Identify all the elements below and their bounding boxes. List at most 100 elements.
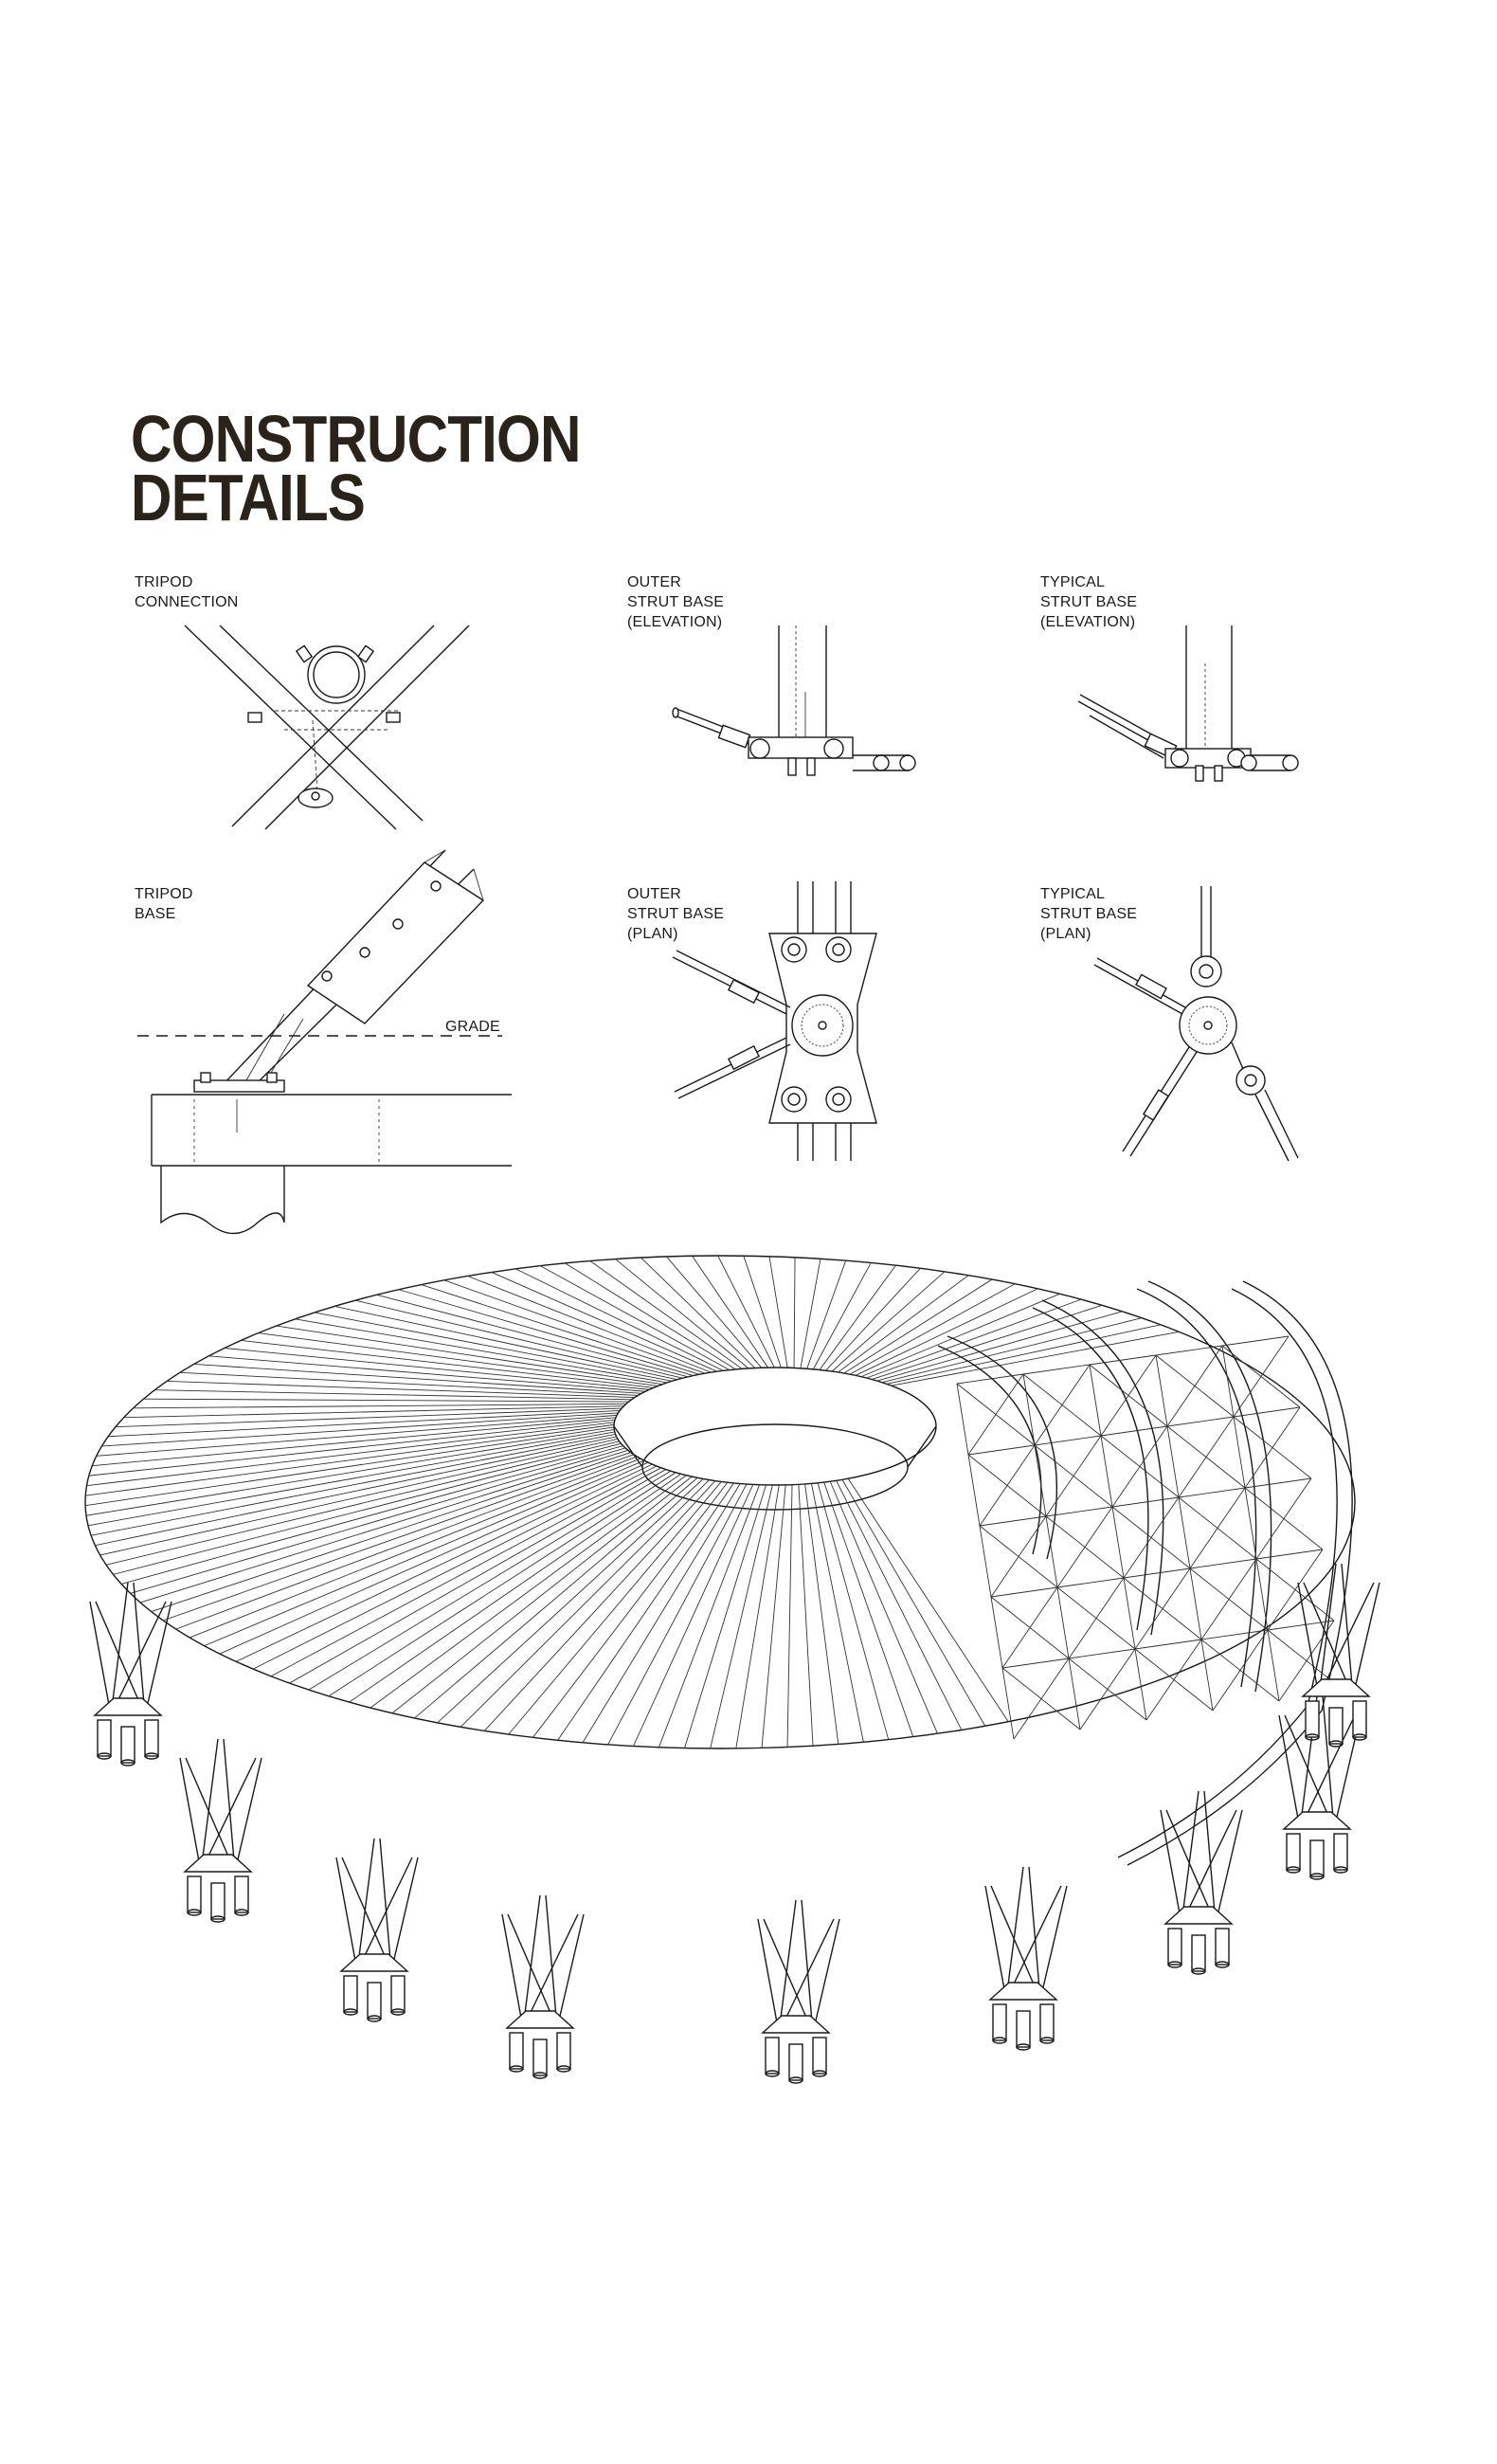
tripod-support — [1160, 1790, 1243, 1975]
slat-line — [743, 1256, 782, 1368]
truss-member — [1166, 1416, 1235, 1427]
truss-member — [1166, 1425, 1180, 1498]
slat-line — [855, 1288, 1038, 1376]
slat-line — [666, 1256, 762, 1368]
slat-line — [508, 1481, 722, 1735]
truss-member — [1089, 1364, 1102, 1437]
truss-member — [1134, 1648, 1147, 1721]
truss-member — [1134, 1639, 1202, 1650]
tripod-connection-drawing — [184, 625, 470, 830]
tripod-support — [1297, 1563, 1380, 1748]
title-line-1: CONSTRUCTION — [131, 402, 581, 476]
slat-line — [258, 1332, 658, 1386]
truss-member — [1244, 1477, 1312, 1489]
slat-line — [823, 1481, 914, 1737]
slat-line — [860, 1293, 1060, 1378]
slat-line — [891, 1331, 1180, 1386]
label-typical-strut-base-plan: TYPICAL STRUT BASE (PLAN) — [1040, 886, 1138, 942]
truss-member — [1244, 1406, 1301, 1489]
slat-line — [607, 1483, 748, 1746]
truss-member — [1079, 1648, 1136, 1730]
truss-member — [1267, 1629, 1280, 1702]
slat-line — [219, 1461, 649, 1655]
truss-member — [1178, 1416, 1235, 1498]
slat-line — [786, 1484, 793, 1748]
slat-line — [85, 1426, 615, 1507]
truss-member — [1155, 1354, 1168, 1427]
truss-member — [1034, 1364, 1091, 1446]
title-line-2: DETAILS — [131, 461, 366, 534]
truss-member — [1089, 1354, 1157, 1366]
slat-line — [589, 1260, 743, 1369]
slat-line — [308, 1470, 672, 1691]
tripod-support — [335, 1838, 419, 2022]
slat-line — [532, 1481, 729, 1738]
truss-member — [1200, 1558, 1257, 1640]
truss-member — [1045, 1435, 1102, 1517]
truss-member — [1034, 1435, 1102, 1446]
truss-member — [1189, 1487, 1246, 1569]
slat-line — [565, 1262, 736, 1370]
slat-line — [314, 1312, 673, 1382]
slat-line — [101, 1412, 619, 1447]
truss-member — [1244, 1487, 1257, 1560]
truss-member — [1200, 1629, 1269, 1640]
label-outer-strut-base-elevation: OUTER STRUT BASE (ELEVATION) — [627, 574, 725, 630]
truss-member — [1267, 1620, 1335, 1631]
tripod-support — [1278, 1695, 1362, 1880]
slat-line — [810, 1483, 864, 1743]
truss-member — [1001, 1667, 1015, 1740]
slat-line — [252, 1465, 658, 1670]
slat-line — [804, 1483, 839, 1745]
slat-line — [180, 1371, 639, 1396]
tripod-support — [89, 1582, 172, 1766]
slat-line — [270, 1467, 661, 1677]
slat-line — [841, 1479, 986, 1727]
truss-member — [1178, 1496, 1191, 1569]
slat-line — [87, 1431, 615, 1527]
slat-line — [768, 1256, 788, 1368]
truss-member — [1100, 1435, 1113, 1508]
truss-member — [1212, 1629, 1269, 1712]
slat-line — [443, 1279, 706, 1374]
slat-line — [96, 1414, 618, 1457]
slat-line — [133, 1403, 626, 1409]
truss-member — [979, 1515, 1047, 1527]
truss-member — [1178, 1487, 1246, 1498]
truss-member — [1233, 1406, 1301, 1418]
slat-line — [208, 1355, 646, 1392]
slat-line — [460, 1479, 710, 1728]
slat-line — [370, 1475, 687, 1709]
truss-member — [1255, 1558, 1269, 1631]
truss-member — [1221, 1345, 1235, 1418]
label-typical-strut-base-elevation: TYPICAL STRUT BASE (ELEVATION) — [1040, 574, 1138, 630]
slat-line — [866, 1298, 1082, 1379]
slat-line — [289, 1469, 666, 1684]
slat-line — [515, 1268, 724, 1371]
truss-member — [1123, 1567, 1191, 1579]
truss-member — [1123, 1577, 1136, 1650]
slat-line — [817, 1482, 890, 1740]
slat-line — [334, 1305, 677, 1381]
truss-member — [979, 1444, 1036, 1527]
slat-line — [235, 1463, 653, 1662]
slat-line — [658, 1484, 761, 1748]
slat-line — [467, 1276, 712, 1373]
truss-member — [1100, 1354, 1157, 1437]
slat-line — [710, 1484, 773, 1749]
slat-line — [886, 1324, 1162, 1385]
slat-line — [582, 1483, 741, 1744]
slat-line — [189, 1458, 641, 1639]
truss-member — [1013, 1658, 1070, 1740]
truss-member — [1123, 1496, 1180, 1579]
truss-member — [1233, 1416, 1246, 1489]
slat-line — [154, 1389, 632, 1401]
pavilion-axonometric — [84, 1255, 1380, 2084]
label-outer-strut-base-plan: OUTER STRUT BASE (PLAN) — [627, 886, 725, 942]
truss-member — [1068, 1648, 1136, 1659]
truss-web — [956, 1335, 1346, 1740]
truss-member — [1034, 1444, 1047, 1517]
slat-line — [806, 1259, 847, 1369]
slat-line — [108, 1410, 621, 1438]
truss-member — [1189, 1567, 1202, 1640]
